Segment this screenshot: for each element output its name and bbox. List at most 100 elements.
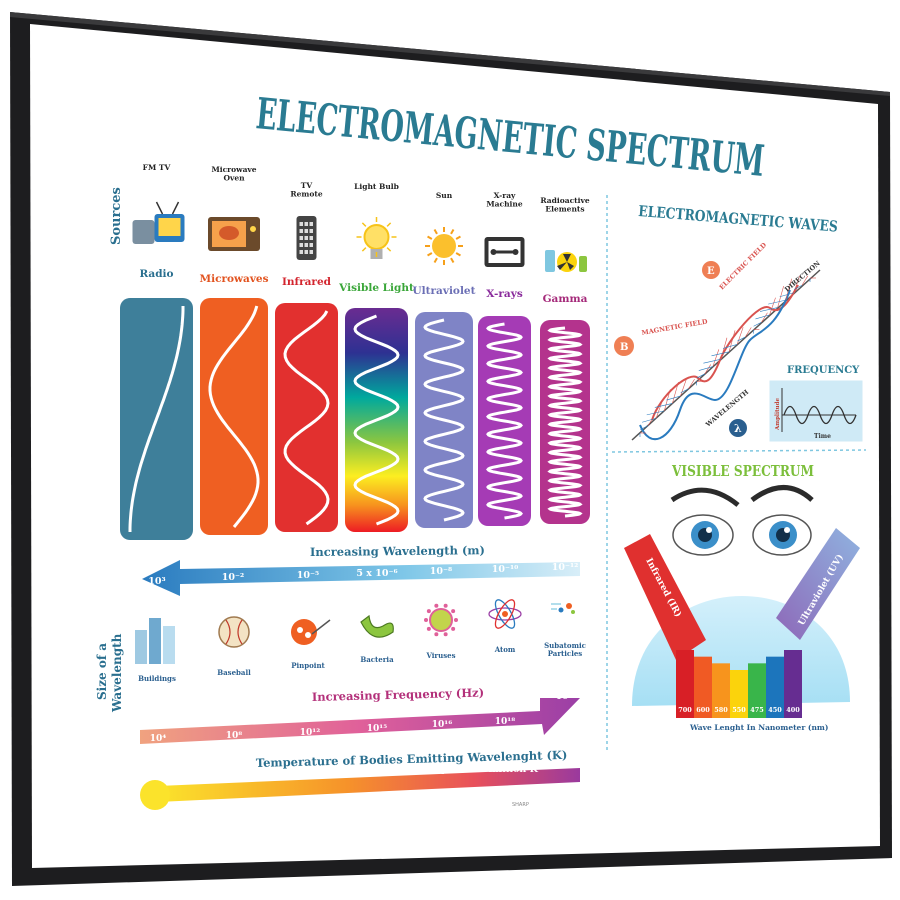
temperature-bar [158,768,580,802]
frequency-tick-label: 10²⁰ [556,692,576,702]
nm-bar [676,650,694,718]
microwave-oven-icon [208,217,260,251]
lambda-symbol-icon [729,419,747,437]
light-bulb-icon [356,217,397,259]
frequency-tick-label: 10⁴ [150,734,167,744]
wavelength-scale: Increasing Wavelength (m) 10³ 10⁻² 10⁻⁵ 5 x… [142,543,580,596]
band-source-label: Sun [436,191,453,200]
nm-bar [784,650,802,718]
band-name-label: Radio [139,268,173,280]
wavelength-tick-label: 10⁻⁸ [430,566,452,577]
size-label-line1: Size of a [95,643,109,700]
baseball-icon [218,616,250,648]
band-fill [200,298,268,535]
band-name-label: Infrared [282,276,332,288]
right-eye-icon [750,485,814,556]
buildings-icon [135,618,175,664]
wavelength-tick-label: 10⁻⁵ [297,570,319,581]
band-name-label: Microwaves [199,273,268,285]
band-name-label: X-rays [486,288,523,300]
size-example: Baseball [217,616,251,677]
size-example-label: Buildings [138,674,176,683]
size-example: Buildings [135,618,176,683]
wavelength-arrow [142,560,580,596]
e-symbol: E [707,266,715,277]
temperature-tick-label: 10. 000 K [392,766,444,777]
lambda-symbol: λ [734,422,742,435]
size-example-label: Viruses [425,651,455,660]
band-fill [275,303,338,532]
temperature-bulb [140,780,170,810]
frequency-tick-label: 10¹⁵ [367,724,387,734]
magnetic-field-symbol-icon [614,336,634,356]
frequency-tick-label: 10¹⁶ [432,720,452,730]
ultraviolet-band [776,528,860,640]
frequency-arrow [140,698,580,744]
band-wave-line [486,322,523,520]
size-example: Atom [488,599,522,654]
sun-icon [425,227,463,265]
size-example-label: Bacteria [360,655,394,664]
frequency-tick-label: 10¹⁸ [495,717,515,727]
band-wave-line [128,306,185,532]
amplitude-label: Amplitude [775,398,781,431]
frequency-box [769,380,863,442]
band-name-label: Ultraviolet [413,285,476,297]
band-wave-line [283,310,330,526]
size-label-line2: Wavelength [110,633,124,713]
size-example: Bacteria [360,614,394,664]
nm-bar [766,656,784,718]
band-source-label: FM TV [143,163,171,172]
pinpoint-icon [291,619,331,645]
size-example-label: Pinpoint [291,661,325,670]
b-symbol: B [620,342,628,353]
band-wave-line [547,326,583,518]
magnetic-field-wave [639,289,791,440]
frequency-tick-label: 10¹² [300,728,320,738]
frequency-label: Increasing Frequency (Hz) [312,685,485,704]
band-wave-line [208,305,260,528]
frequency-ticks: 10⁴ 10⁸ 10¹² 10¹⁵ 10¹⁶ 10¹⁸ 10²⁰ [150,692,576,744]
wavelength-tick-label: 10⁻¹² [552,562,579,573]
wavelength-tick-label: 10³ [148,576,165,587]
wavelength-tick-label: 10⁻² [222,572,244,583]
infrared-band [624,534,706,660]
nm-bar [694,656,712,718]
nm-bar [730,670,748,718]
frequency-sine-wave [783,405,857,425]
nm-bar [712,663,730,718]
electric-field-symbol-icon [702,261,720,279]
nm-value-label: 600 [696,706,710,714]
bacteria-icon [360,614,394,638]
wave-propagation-axis [631,269,821,441]
size-example: Viruses [424,603,458,660]
time-label: Time [814,433,831,440]
brand-logo: SHARP [512,802,529,808]
frequency-tick-label: 10⁸ [226,731,243,741]
band-wave-line [353,314,400,526]
nm-bar [748,663,766,718]
radio-tv-icon [132,201,185,244]
band-wave-line [423,318,465,522]
nm-value-label: 475 [750,706,764,714]
wavelength-tick-label: 5 x 10⁻⁶ [356,568,397,579]
radioactive-elements-icon [545,250,587,272]
wavelength-label: Increasing Wavelength (m) [310,543,485,559]
nm-value-label: 450 [768,706,782,714]
